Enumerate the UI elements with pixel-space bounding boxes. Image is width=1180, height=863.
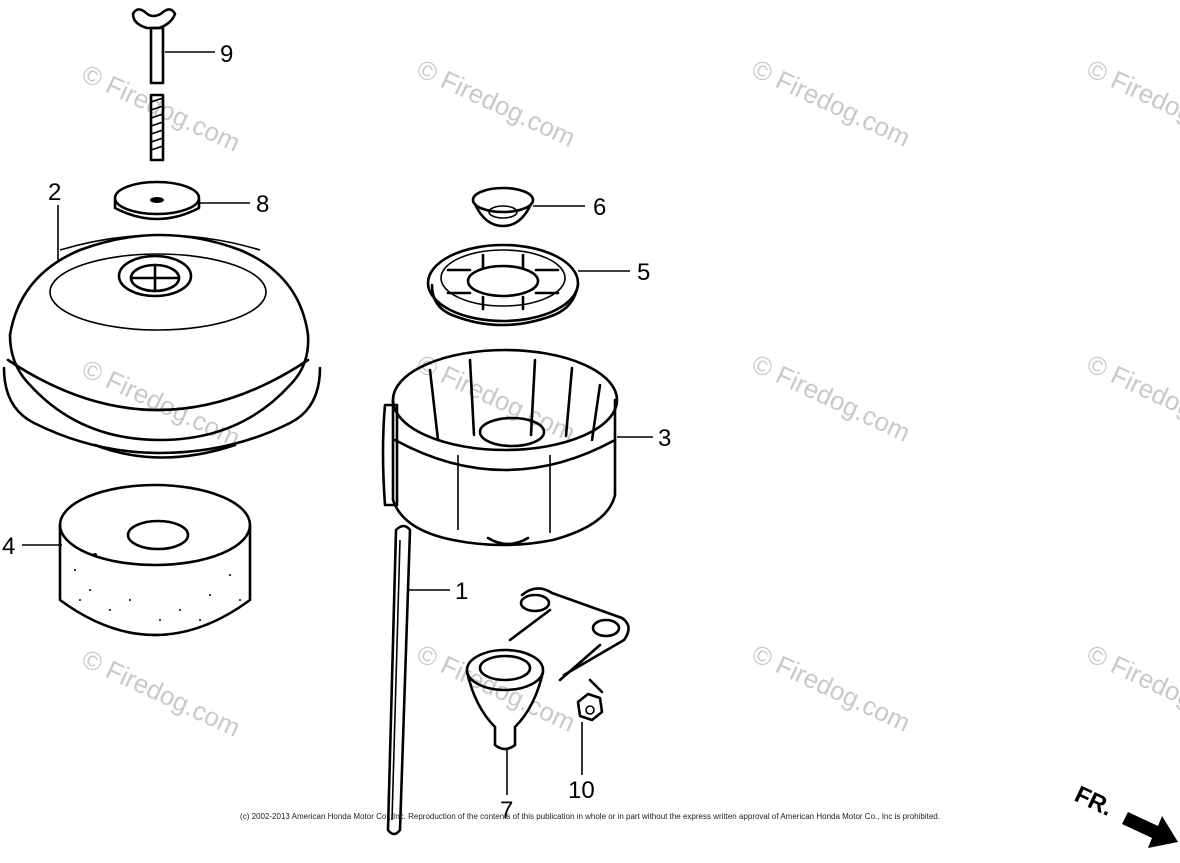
copyright-notice: (c) 2002-2013 American Honda Motor Co., … (240, 812, 940, 821)
part-1-tube (386, 524, 412, 836)
callout-8: 8 (256, 191, 269, 218)
callout-4: 4 (2, 533, 15, 560)
direction-arrow-icon (1122, 812, 1178, 848)
watermark: © Firedog.com (747, 53, 915, 152)
part-3-air-cleaner-case (381, 348, 619, 547)
part-10-nut (576, 678, 604, 722)
watermark: © Firedog.com (1082, 53, 1180, 152)
part-6-grommet (471, 186, 535, 228)
callout-10: 10 (568, 777, 595, 804)
callout-numbers: 9 8 2 6 5 3 4 1 7 10 (2, 41, 671, 824)
callout-9: 9 (220, 41, 233, 68)
part-9-wing-bolt (131, 8, 177, 162)
callout-6: 6 (593, 194, 606, 221)
watermark: © Firedog.com (77, 58, 245, 157)
watermark: © Firedog.com (412, 53, 580, 152)
callout-2: 2 (48, 179, 61, 206)
watermark-layer: © Firedog.com © Firedog.com © Firedog.co… (77, 53, 1180, 742)
part-7-drain-funnel (465, 587, 630, 751)
callout-7: 7 (500, 797, 513, 824)
watermark: © Firedog.com (747, 348, 915, 447)
part-4-foam-element (58, 483, 252, 637)
watermark: © Firedog.com (1082, 348, 1180, 447)
watermark: © Firedog.com (1082, 638, 1180, 737)
part-5-element-holder (426, 243, 580, 327)
leader-lines (22, 51, 653, 795)
watermark: © Firedog.com (77, 643, 245, 742)
part-8-washer (113, 180, 201, 221)
callout-5: 5 (637, 259, 650, 286)
callout-3: 3 (658, 425, 671, 452)
callout-1: 1 (455, 578, 468, 605)
part-2-air-cleaner-cover (2, 233, 322, 459)
watermark: © Firedog.com (747, 638, 915, 737)
watermark: © Firedog.com (412, 638, 580, 737)
